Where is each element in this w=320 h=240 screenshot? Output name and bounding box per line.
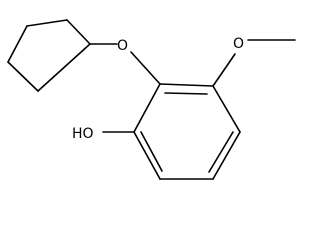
molecule-structure: O O HO — [7, 19, 296, 180]
ether-oxygen-label: O — [117, 38, 128, 54]
bond — [159, 83, 214, 87]
bond — [133, 83, 161, 133]
ether-linkage — [89, 43, 161, 85]
bond — [37, 43, 91, 92]
bond — [7, 25, 28, 63]
bond — [212, 85, 241, 133]
bond — [130, 51, 161, 85]
double-bond-inner — [164, 92, 208, 95]
bond — [66, 19, 91, 45]
cyclopentyl-ring — [7, 19, 91, 92]
hydroxyl-label: HO — [72, 126, 94, 142]
methoxy-oxygen-label: O — [233, 36, 244, 52]
double-bond-inner — [140, 131, 163, 172]
bond — [212, 131, 241, 180]
benzene-ring — [133, 83, 241, 180]
methoxy-group — [212, 39, 296, 87]
structure-canvas: O O HO — [7, 19, 296, 180]
double-bond-inner — [208, 131, 234, 173]
bond — [7, 61, 39, 92]
bond — [212, 53, 236, 87]
bond — [26, 19, 68, 27]
bond — [133, 131, 161, 180]
